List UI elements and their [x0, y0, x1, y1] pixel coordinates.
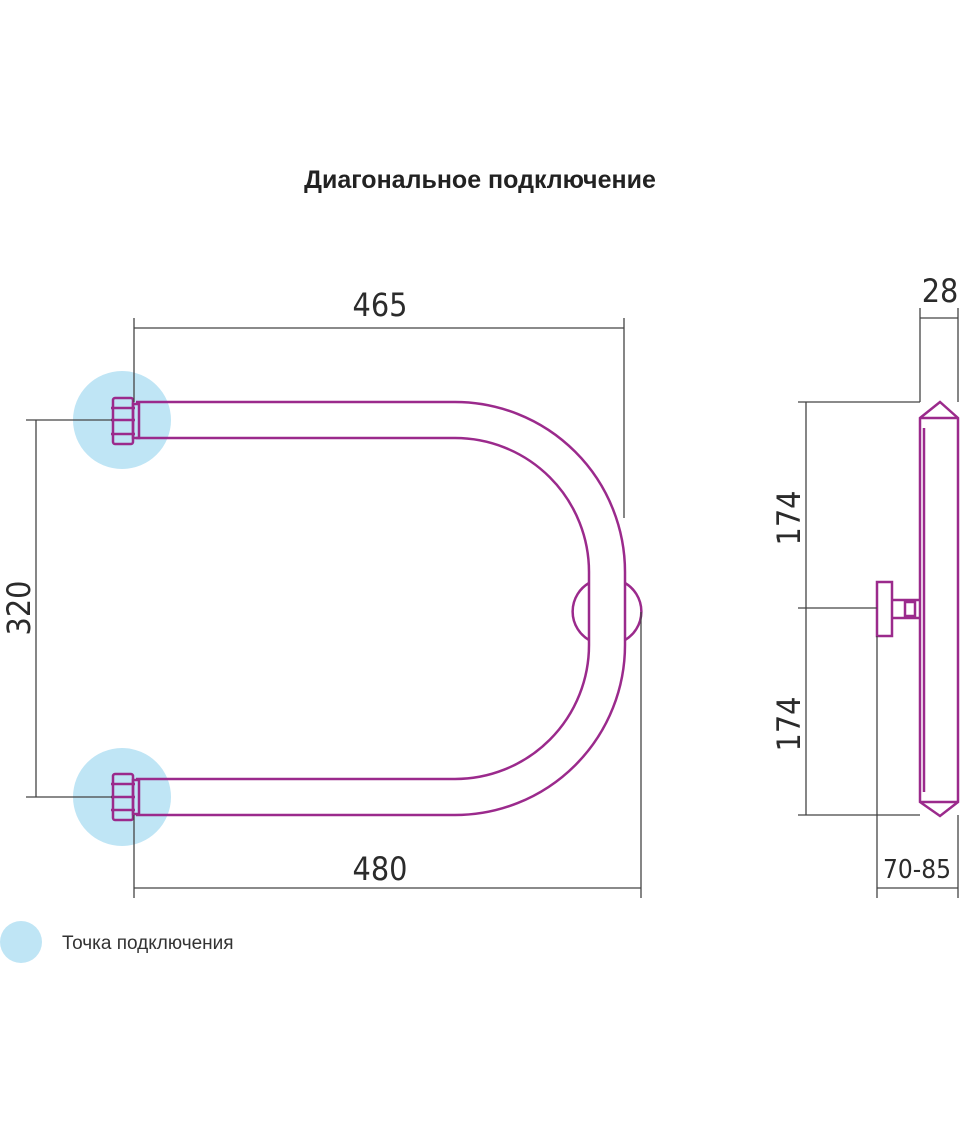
dimension-height: 320	[0, 581, 38, 636]
front-view	[111, 396, 643, 822]
diagram-title: Диагональное подключение	[304, 166, 656, 194]
side-dimensions	[798, 308, 959, 898]
side-view	[875, 400, 960, 818]
dimension-side-lower: 174	[770, 697, 808, 752]
dimension-top-width: 465	[353, 286, 408, 324]
front-dimensions	[26, 318, 642, 898]
wall-mount	[571, 581, 643, 642]
legend-connection-icon	[0, 921, 42, 963]
dimension-side-depth: 28	[922, 272, 959, 310]
pipe-outer	[136, 400, 627, 817]
dimension-wall-offset: 70-85	[883, 855, 951, 885]
dimension-side-upper: 174	[770, 491, 808, 546]
side-pipe	[918, 400, 960, 818]
dimension-bottom-width: 480	[353, 850, 408, 888]
pipe-inner	[136, 436, 591, 781]
side-bracket-plate	[875, 580, 894, 638]
legend-connection-label: Точка подключения	[62, 933, 234, 954]
